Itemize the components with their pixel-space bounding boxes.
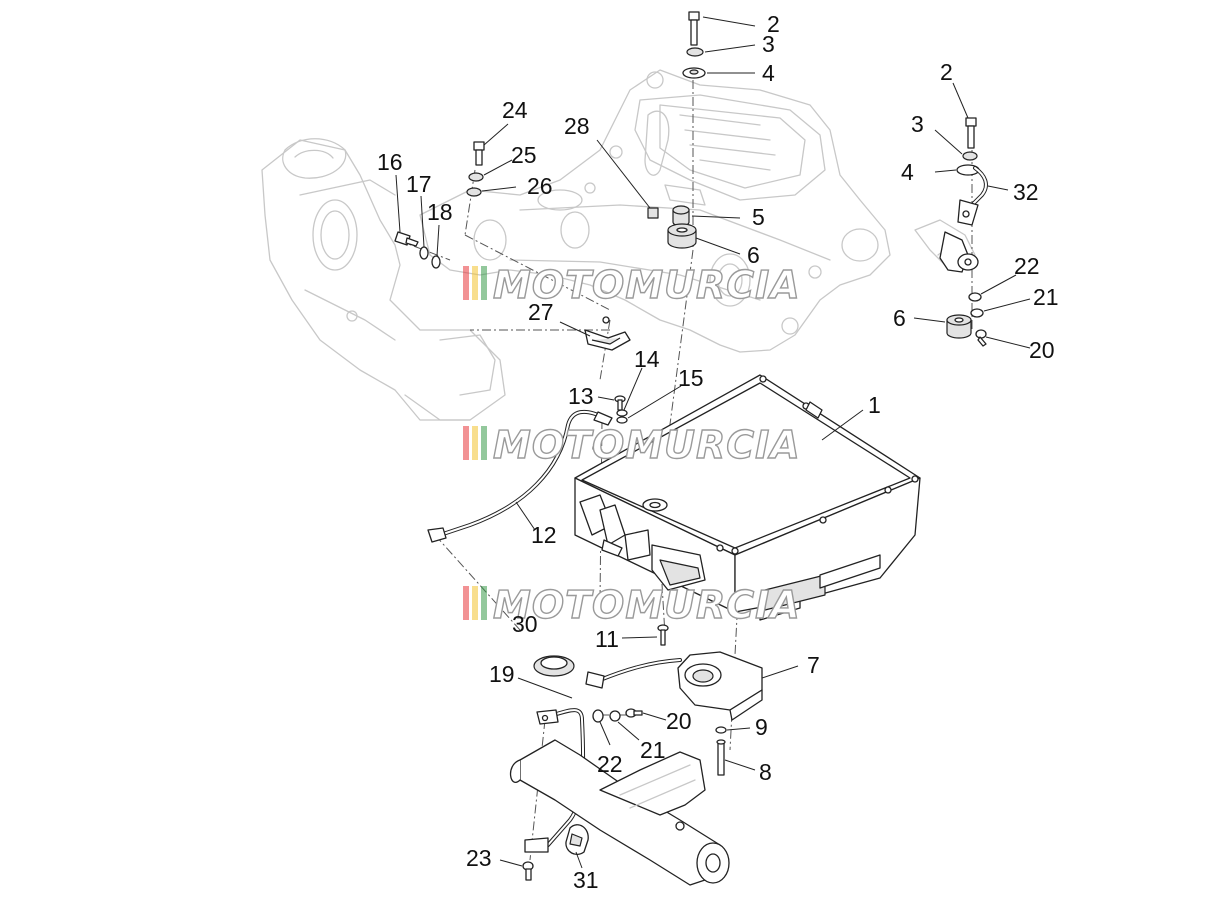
callout-part-9: 9: [755, 714, 768, 740]
bolt-part-2-top: [688, 11, 700, 46]
callout-part-22-lower: 22: [597, 751, 623, 777]
washer-part-15: [616, 416, 628, 424]
bolt-part-8: [716, 739, 726, 776]
callout-part-23: 23: [466, 845, 492, 871]
washer-part-22-right: [968, 292, 982, 302]
frame-context-drawing: [261, 69, 976, 421]
watermark-top: MOTOMURCIA: [463, 262, 801, 308]
rubber-bushing-part-6-right: [946, 314, 972, 339]
bolt-part-20-right: [975, 329, 987, 347]
leader-lines: [395, 16, 1031, 869]
bolt-part-24: [473, 141, 485, 166]
callout-part-3-top: 3: [762, 31, 775, 57]
washer-part-3-top: [686, 47, 704, 57]
washer-part-25: [468, 172, 484, 182]
screw-part-11: [657, 624, 669, 646]
callout-part-21-right: 21: [1033, 284, 1059, 310]
cable-part-12: [427, 409, 613, 543]
callout-part-4-top: 4: [762, 60, 775, 86]
watermark-text-top: MOTOMURCIA: [493, 263, 801, 307]
callout-part-25: 25: [511, 142, 537, 168]
callout-part-20-right: 20: [1029, 337, 1055, 363]
callout-part-18: 18: [427, 199, 453, 225]
washer-part-3-right: [962, 151, 978, 161]
washer-part-18: [431, 255, 441, 269]
callout-part-17: 17: [406, 171, 432, 197]
callout-part-21-lower: 21: [640, 737, 666, 763]
screw-part-23: [522, 861, 534, 881]
callout-part-14: 14: [634, 346, 660, 372]
ground-cable-part-32: [957, 166, 988, 226]
washer-part-14: [616, 409, 628, 417]
callout-part-27: 27: [528, 299, 554, 325]
callout-part-15: 15: [678, 365, 704, 391]
washer-part-9: [715, 726, 727, 734]
bolt-part-16: [394, 231, 419, 247]
control-unit-part-1: [574, 374, 921, 621]
callout-part-19: 19: [489, 661, 515, 687]
watermark-text-middle: MOTOMURCIA: [493, 423, 801, 467]
callout-part-30: 30: [512, 611, 538, 637]
rubber-bushing-part-6: [667, 223, 697, 249]
callout-part-13: 13: [568, 383, 594, 409]
callout-part-2-right: 2: [940, 59, 953, 85]
callout-part-24: 24: [502, 97, 528, 123]
washer-part-21-right: [970, 308, 984, 318]
clamp-part-31: [565, 824, 589, 856]
callout-part-1: 1: [868, 392, 881, 418]
bolt-part-28: [647, 207, 659, 219]
callout-part-6: 6: [747, 242, 760, 268]
callout-part-28: 28: [564, 113, 590, 139]
callout-part-22-right: 22: [1014, 253, 1040, 279]
callout-part-11: 11: [595, 626, 619, 652]
callout-part-3-right: 3: [911, 111, 924, 137]
callout-part-6-right: 6: [893, 305, 906, 331]
washer-part-26: [466, 187, 482, 197]
callout-part-20-lower: 20: [666, 708, 692, 734]
part-number-callouts: 1 2 3 4 2 3 4 32 5 6 6 28 24 25 26 16 17…: [377, 11, 1059, 893]
callout-part-12: 12: [531, 522, 557, 548]
watermark-text-bottom: MOTOMURCIA: [493, 583, 801, 627]
watermark-middle: MOTOMURCIA: [463, 422, 801, 468]
callout-part-4-right: 4: [901, 159, 914, 185]
callout-part-31: 31: [573, 867, 599, 893]
bushing-part-5: [672, 205, 690, 227]
watermark-bottom: MOTOMURCIA: [463, 582, 801, 628]
clip-part-27: [584, 316, 631, 351]
callout-part-26: 26: [527, 173, 553, 199]
sensor-part-7: [585, 651, 763, 721]
washer-part-22-lower: [592, 709, 604, 723]
callout-part-5: 5: [752, 204, 765, 230]
washer-part-21-lower: [609, 710, 621, 722]
grommet-part-30: [533, 655, 575, 677]
callout-part-2-top: 2: [767, 11, 780, 37]
bolt-part-2-right: [965, 117, 977, 149]
bolt-part-20-lower: [625, 708, 643, 718]
callout-part-8: 8: [759, 759, 772, 785]
swingarm-tube: [509, 739, 730, 886]
callout-part-7: 7: [807, 652, 820, 678]
callout-part-16: 16: [377, 149, 403, 175]
washer-part-17: [419, 246, 429, 260]
callout-part-32: 32: [1013, 179, 1039, 205]
screw-part-13: [614, 395, 626, 411]
bracket-right: [939, 231, 979, 273]
